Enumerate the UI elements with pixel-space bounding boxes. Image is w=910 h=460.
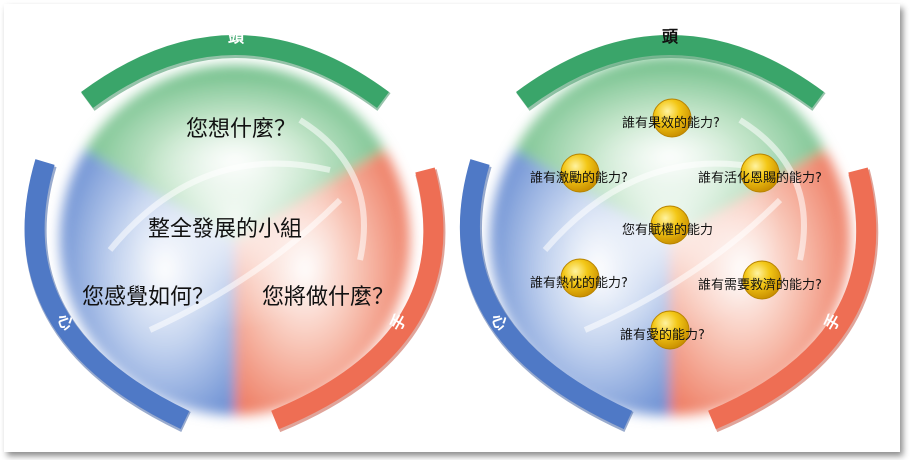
label-relief: 誰有需要救濟的能力? xyxy=(698,277,822,293)
right-heart-label: 心 xyxy=(488,311,511,333)
right-head-label: 頭 xyxy=(662,27,679,46)
ability-labels: 誰有果效的能力? 誰有激勵的能力? 誰有活化恩賜的能力? 您有賦權的能力 誰有熱… xyxy=(530,115,822,343)
left-head-label: 頭 xyxy=(228,27,245,46)
label-passion: 誰有熱忱的能力? xyxy=(530,275,628,291)
right-diagram: 頭 心 手 誰有果效的能力? 誰有激勵的能力? 誰有活化恩賜的能力? 您有賦權的… xyxy=(459,27,879,433)
left-heart-label: 心 xyxy=(54,311,77,333)
label-love: 誰有愛的能力? xyxy=(620,327,705,343)
left-center-title: 整全發展的小組 xyxy=(148,217,302,242)
right-head-arc xyxy=(516,35,824,109)
left-diagram: 頭 心 手 您想什麼？ 整全發展的小組 您感覺如何？ 您將做什麼？ xyxy=(24,27,446,433)
ball-gifts xyxy=(740,153,780,193)
right-heart-arc xyxy=(459,159,633,430)
label-empower: 您有賦權的能力 xyxy=(622,222,713,238)
label-motivate: 誰有激勵的能力? xyxy=(530,170,628,186)
label-gifts: 誰有活化恩賜的能力? xyxy=(698,170,822,186)
ball-effective xyxy=(652,98,692,138)
left-question-think: 您想什麼？ xyxy=(186,117,296,142)
label-effective: 誰有果效的能力? xyxy=(622,115,720,131)
left-question-do: 您將做什麼？ xyxy=(262,285,394,310)
ball-relief xyxy=(742,260,782,300)
left-head-arc xyxy=(81,35,389,109)
left-heart-arc xyxy=(24,159,190,430)
ball-motivate xyxy=(560,153,600,193)
left-swirl xyxy=(107,117,367,333)
left-question-feel: 您感覺如何？ xyxy=(82,285,214,310)
left-hand-arc xyxy=(271,167,444,430)
ball-love xyxy=(650,310,690,350)
right-hand-arc xyxy=(708,167,877,430)
right-swirl xyxy=(542,117,807,333)
ball-empower xyxy=(650,205,690,245)
ability-balls xyxy=(560,98,782,350)
ball-passion xyxy=(560,258,600,298)
